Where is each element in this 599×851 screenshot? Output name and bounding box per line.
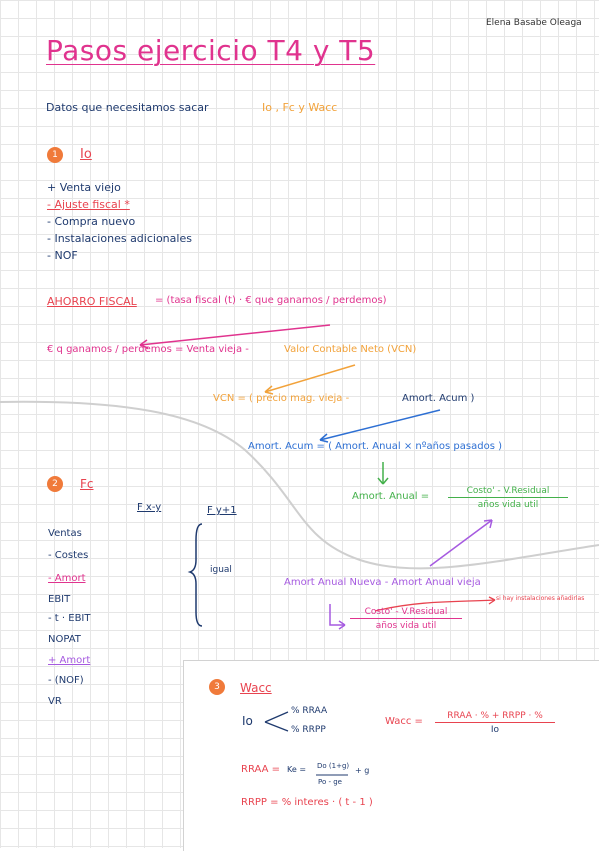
table-row: EBIT xyxy=(48,594,71,605)
list-item: + Venta viejo xyxy=(47,181,121,194)
page-title: Pasos ejercicio T4 y T5 xyxy=(46,34,376,67)
wacc-fraction: RRAA · % + RRPP · % Io xyxy=(435,711,555,735)
section-1-heading: Io xyxy=(80,147,92,162)
wacc-io: Io xyxy=(242,714,253,728)
rraa-label: RRAA = xyxy=(241,764,281,775)
vcn-right: Amort. Acum ) xyxy=(402,393,475,404)
table-row: VR xyxy=(48,696,62,707)
table-row: NOPAT xyxy=(48,634,81,645)
amort-anual-label: Amort. Anual = xyxy=(352,491,430,502)
section-2-heading: Fc xyxy=(80,477,94,491)
ke-denominator: Po - ge xyxy=(318,778,342,786)
amort-nueva-fraction: Costo' - V.Residual años vida util xyxy=(350,607,462,631)
ke-plus-g: + g xyxy=(355,766,370,775)
wacc-denominator: Io xyxy=(490,725,500,735)
amort-anual-fraction: Costo' - V.Residual años vida util xyxy=(448,486,568,510)
amort-nueva-numerator: Costo' - V.Residual xyxy=(350,607,462,619)
section-1-badge: 1 xyxy=(47,147,63,163)
table-row: Ventas xyxy=(48,528,82,539)
column-header: F x-y xyxy=(137,502,162,513)
amort-anual-denominator: años vida util xyxy=(477,500,539,510)
rrpp-formula: RRPP = % interes · ( t - 1 ) xyxy=(241,797,373,808)
table-row: - t · EBIT xyxy=(48,613,91,624)
ganancias-right: Valor Contable Neto (VCN) xyxy=(284,344,417,355)
amort-nueva-formula: Amort Anual Nueva - Amort Anual vieja xyxy=(284,577,481,588)
section-3-heading: Wacc xyxy=(240,681,272,695)
list-item: - Ajuste fiscal * xyxy=(47,198,130,211)
ahorro-fiscal-label: AHORRO FISCAL xyxy=(47,295,137,308)
wacc-panel xyxy=(183,660,599,851)
brace-label: igual xyxy=(210,565,232,575)
list-item: - NOF xyxy=(47,249,78,262)
intro-targets: Io , Fc y Wacc xyxy=(262,101,338,114)
list-item: - Instalaciones adicionales xyxy=(47,232,192,245)
author-name: Elena Basabe Oleaga xyxy=(486,18,582,28)
intro-text: Datos que necesitamos sacar xyxy=(46,101,209,114)
column-header: F y+1 xyxy=(207,505,237,516)
list-item: - Compra nuevo xyxy=(47,215,136,228)
wacc-numerator: RRAA · % + RRPP · % xyxy=(435,711,555,723)
wacc-branch-rrpp: % RRPP xyxy=(291,725,326,735)
table-row: + Amort xyxy=(48,655,91,666)
wacc-branch-rraa: % RRAA xyxy=(291,706,328,716)
wacc-label: Wacc = xyxy=(385,716,423,727)
table-row: - Amort xyxy=(48,573,86,584)
section-2-badge: 2 xyxy=(47,476,63,492)
vcn-left: VCN = ( precio mag. vieja - xyxy=(213,393,350,404)
ke-label: Ke = xyxy=(287,765,307,774)
ganancias-left: € q ganamos / perdemos = Venta vieja - xyxy=(47,344,249,355)
table-row: - Costes xyxy=(48,550,89,561)
amort-acum-formula: Amort. Acum = ( Amort. Anual × nºaños pa… xyxy=(248,441,502,452)
amort-anual-numerator: Costo' - V.Residual xyxy=(448,486,568,498)
section-3-badge: 3 xyxy=(209,679,225,695)
ke-numerator: Do (1+g) xyxy=(317,762,350,770)
table-row: - (NOF) xyxy=(48,675,84,686)
amort-nueva-denominator: años vida util xyxy=(375,621,437,631)
instalaciones-note: si hay instalaciones añadirlas xyxy=(496,595,585,602)
ahorro-fiscal-formula: = (tasa fiscal (t) · € que ganamos / per… xyxy=(155,295,387,306)
